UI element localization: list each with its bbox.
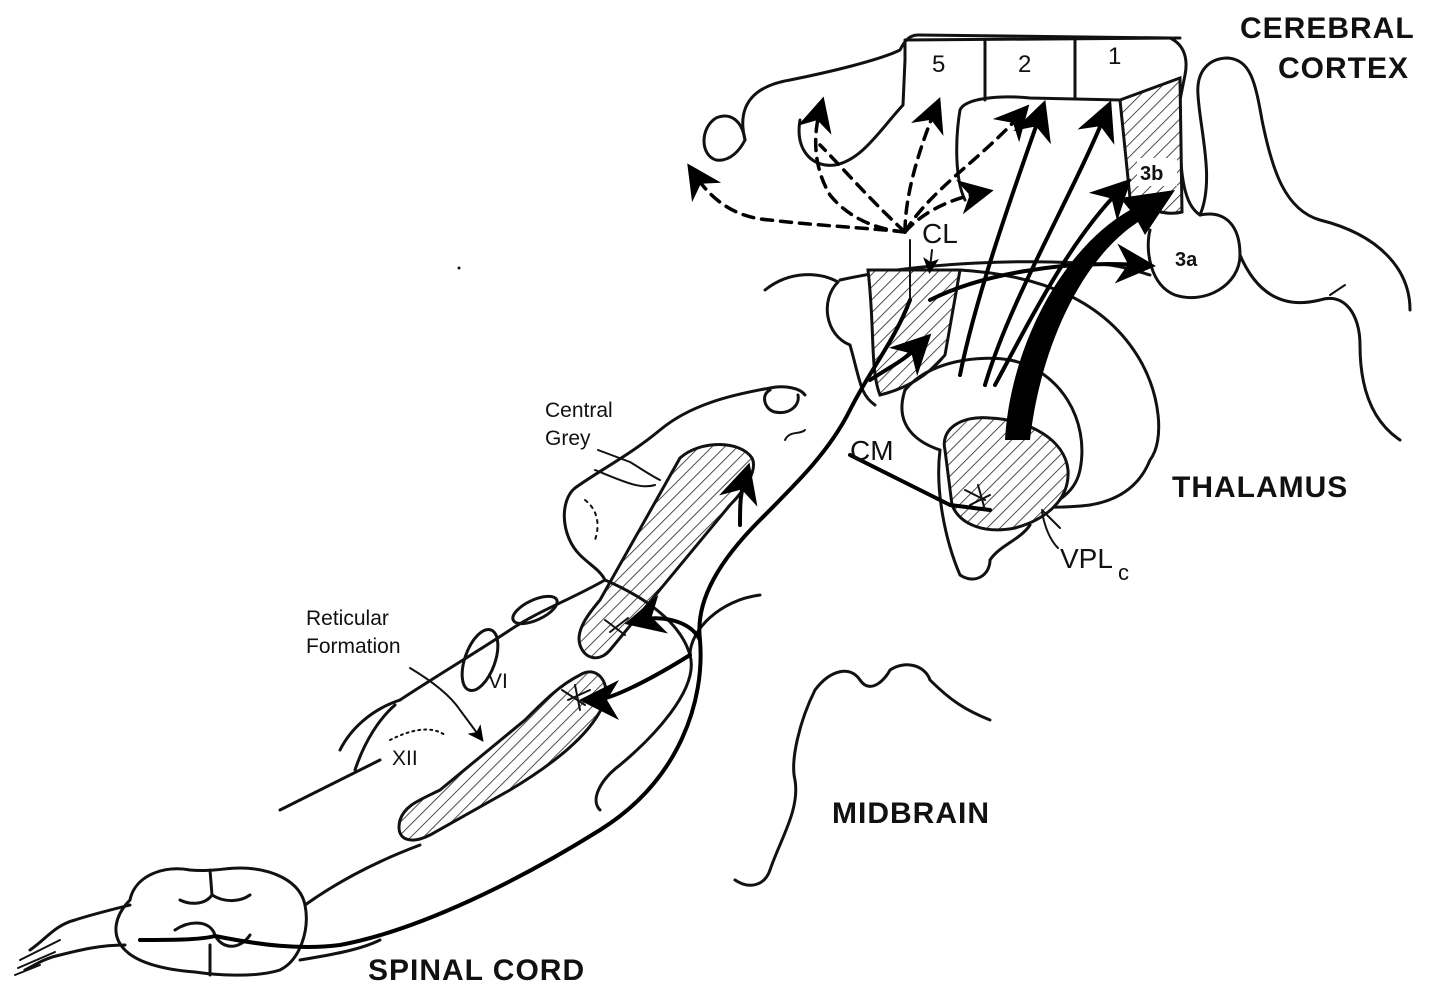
midbrain-label: MIDBRAIN (832, 797, 990, 830)
thalamus-label: THALAMUS (1172, 471, 1348, 504)
central-grey-label-line1: Central (545, 399, 613, 422)
reticular-label-line2: Formation (306, 635, 401, 658)
thalamus (765, 270, 1159, 579)
region-labels: CEREBRAL CORTEX THALAMUS MIDBRAIN SPINAL… (368, 12, 1415, 987)
vplc-label: VPL (1060, 543, 1113, 574)
cortex-label-line1: CEREBRAL (1240, 12, 1415, 45)
ascending-pathway (140, 300, 990, 947)
spinal-cord-section (15, 845, 420, 975)
area-5-label: 5 (932, 51, 945, 78)
cranial-vi-label: VI (488, 670, 508, 693)
cortex-label-line2: CORTEX (1278, 52, 1409, 85)
area-3a-label: 3a (1175, 249, 1198, 271)
reticular-label-line1: Reticular (306, 607, 389, 630)
area-3b-label: 3b (1140, 163, 1163, 185)
central-grey-label-line2: Grey (545, 427, 591, 450)
vplc-subscript: c (1118, 560, 1129, 585)
area-1-label: 1 (1108, 43, 1121, 70)
spinal-cord-label: SPINAL CORD (368, 954, 585, 987)
cl-label: CL (922, 218, 958, 249)
cranial-xii-label: XII (392, 747, 418, 770)
cm-label: CM (850, 435, 894, 466)
area-2-label: 2 (1018, 51, 1031, 78)
structure-labels: Central Grey Reticular Formation VI XII (306, 399, 660, 770)
